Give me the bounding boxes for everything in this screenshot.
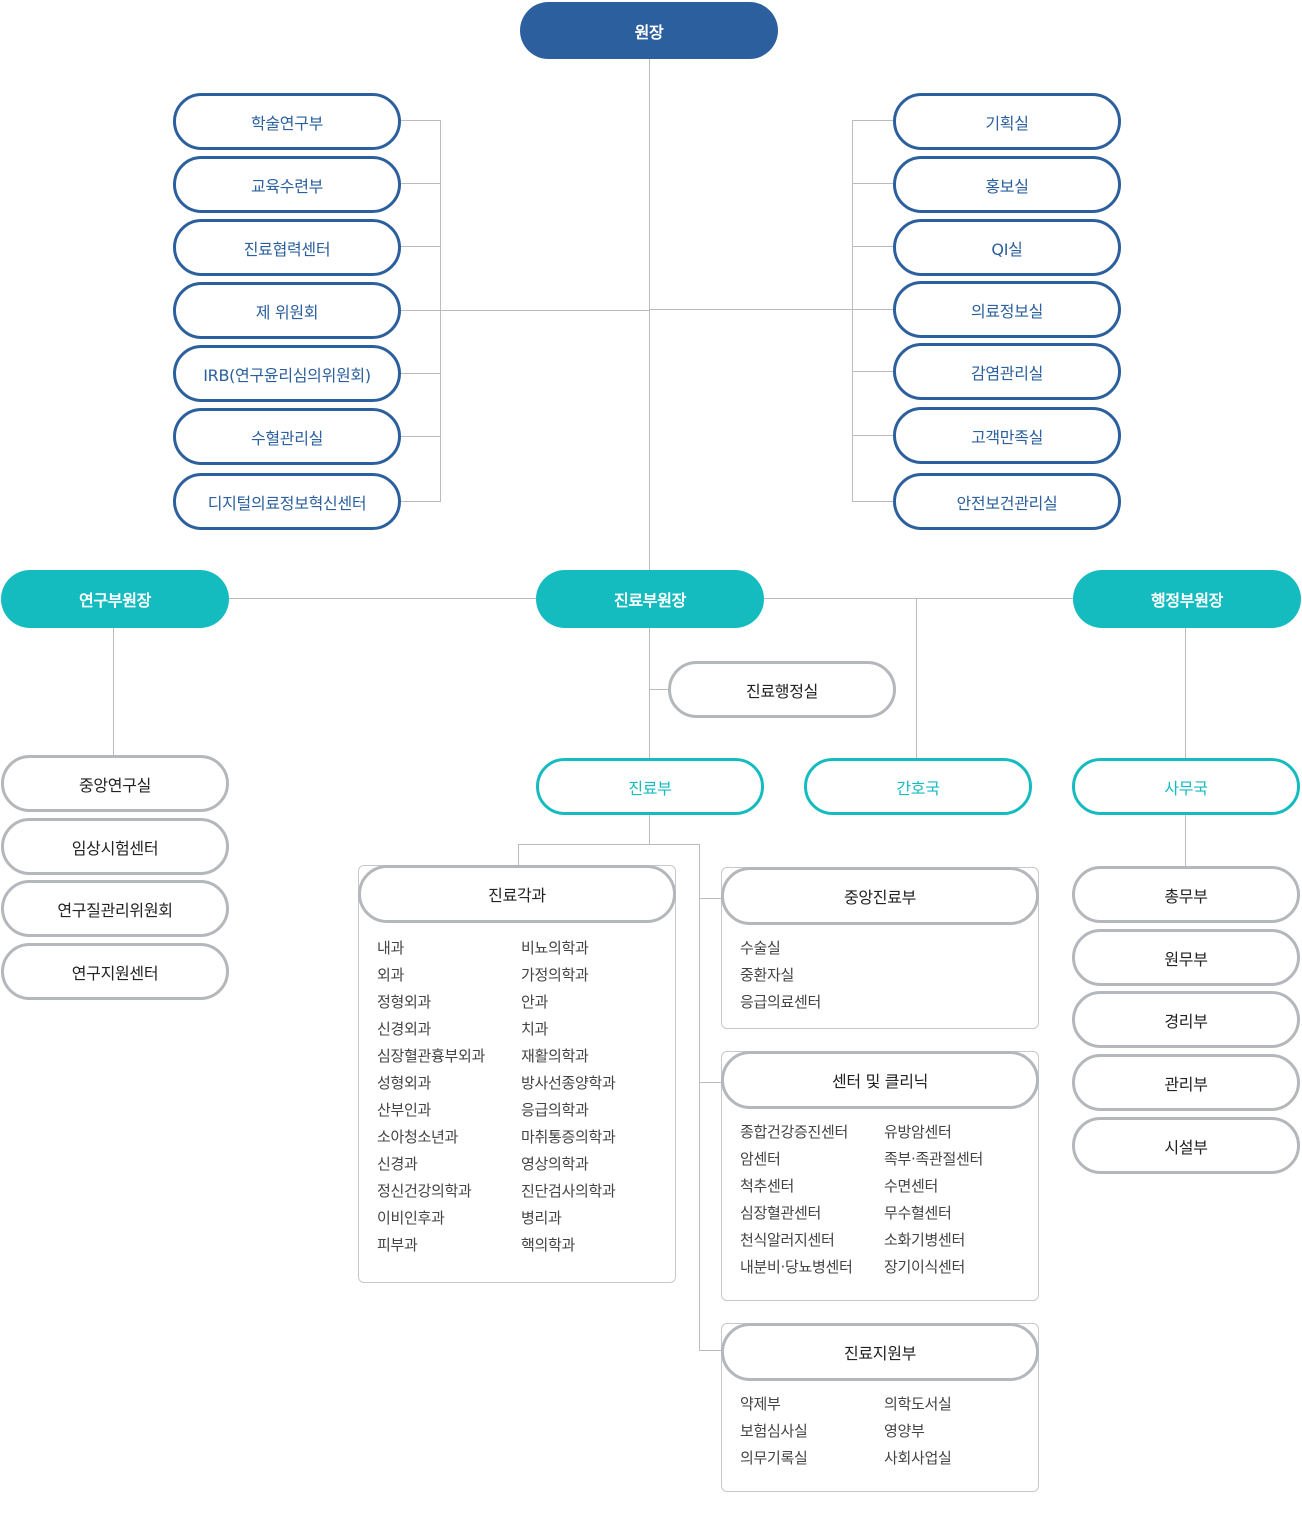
central-research-lab-node[interactable]: 중앙연구실	[1, 755, 229, 812]
centers-clinics-col2: 유방암센터 족부·족관절센터 수면센터 무수혈센터 소화기병센터 장기이식센터	[884, 1119, 983, 1281]
center-item[interactable]: 족부·족관절센터	[884, 1150, 983, 1168]
dept-item[interactable]: 내과	[377, 939, 405, 957]
centers-clinics-col1: 종합건강증진센터 암센터 척추센터 심장혈관센터 천식알러지센터 내분비·당뇨병…	[740, 1119, 853, 1281]
facilities-node[interactable]: 시설부	[1072, 1117, 1300, 1174]
infection-control-node[interactable]: 감염관리실	[893, 343, 1121, 400]
accounting-node[interactable]: 경리부	[1072, 991, 1300, 1048]
medical-support-title[interactable]: 진료지원부	[721, 1323, 1039, 1381]
committees-node[interactable]: 제 위원회	[173, 282, 401, 339]
center-item[interactable]: 척추센터	[740, 1177, 795, 1195]
central-medical-title[interactable]: 중앙진료부	[721, 867, 1039, 925]
research-support-center-node[interactable]: 연구지원센터	[1, 943, 229, 1000]
dept-item[interactable]: 가정의학과	[521, 966, 589, 984]
clinical-departments-col2: 비뇨의학과 가정의학과 안과 치과 재활의학과 방사선종양학과 응급의학과 마취…	[521, 935, 616, 1259]
support-item[interactable]: 약제부	[740, 1395, 781, 1413]
patient-affairs-node[interactable]: 원무부	[1072, 929, 1300, 986]
dept-item[interactable]: 비뇨의학과	[521, 939, 589, 957]
dept-item[interactable]: 안과	[521, 993, 549, 1011]
dept-item[interactable]: 외과	[377, 966, 405, 984]
support-item[interactable]: 영양부	[884, 1422, 925, 1440]
qi-office-node[interactable]: QI실	[893, 219, 1121, 276]
clinical-departments-title[interactable]: 진료각과	[358, 865, 676, 923]
center-item[interactable]: 소화기병센터	[884, 1231, 966, 1249]
dept-item[interactable]: 방사선종양학과	[521, 1074, 616, 1092]
digital-medical-info-center-node[interactable]: 디지털의료정보혁신센터	[173, 473, 401, 530]
research-vice-director-node[interactable]: 연구부원장	[1, 570, 229, 628]
dept-item[interactable]: 재활의학과	[521, 1047, 589, 1065]
centers-clinics-panel: 센터 및 클리닉 종합건강증진센터 암센터 척추센터 심장혈관센터 천식알러지센…	[721, 1051, 1039, 1301]
customer-satisfaction-node[interactable]: 고객만족실	[893, 407, 1121, 464]
unit-item[interactable]: 중환자실	[740, 966, 795, 984]
support-item[interactable]: 의학도서실	[884, 1395, 952, 1413]
planning-office-node[interactable]: 기획실	[893, 93, 1121, 150]
medical-department-node[interactable]: 진료부	[536, 758, 764, 815]
center-item[interactable]: 내분비·당뇨병센터	[740, 1258, 853, 1276]
dept-item[interactable]: 응급의학과	[521, 1101, 589, 1119]
medical-info-office-node[interactable]: 의료정보실	[893, 281, 1121, 338]
dept-item[interactable]: 치과	[521, 1020, 549, 1038]
dept-item[interactable]: 이비인후과	[377, 1209, 445, 1227]
academic-research-node[interactable]: 학술연구부	[173, 93, 401, 150]
clinical-departments-panel: 진료각과 내과 외과 정형외과 신경외과 심장혈관흉부외과 성형외과 산부인과 …	[358, 865, 676, 1283]
center-item[interactable]: 유방암센터	[884, 1123, 952, 1141]
medical-support-panel: 진료지원부 약제부 보험심사실 의무기록실 의학도서실 영양부 사회사업실	[721, 1323, 1039, 1492]
clinical-departments-col1: 내과 외과 정형외과 신경외과 심장혈관흉부외과 성형외과 산부인과 소아청소년…	[377, 935, 485, 1259]
central-medical-panel: 중앙진료부 수술실 중환자실 응급의료센터	[721, 867, 1039, 1029]
management-node[interactable]: 관리부	[1072, 1054, 1300, 1111]
admin-vice-director-node[interactable]: 행정부원장	[1073, 570, 1301, 628]
irb-node[interactable]: IRB(연구윤리심의위원회)	[173, 345, 401, 402]
medical-admin-office-node[interactable]: 진료행정실	[668, 661, 896, 718]
medical-support-col1: 약제부 보험심사실 의무기록실	[740, 1391, 808, 1472]
center-item[interactable]: 심장혈관센터	[740, 1204, 822, 1222]
dept-item[interactable]: 소아청소년과	[377, 1128, 459, 1146]
dept-item[interactable]: 정형외과	[377, 993, 432, 1011]
dept-item[interactable]: 산부인과	[377, 1101, 432, 1119]
center-item[interactable]: 종합건강증진센터	[740, 1123, 849, 1141]
medical-cooperation-center-node[interactable]: 진료협력센터	[173, 219, 401, 276]
director-node[interactable]: 원장	[520, 2, 778, 59]
unit-item[interactable]: 응급의료센터	[740, 993, 822, 1011]
center-item[interactable]: 장기이식센터	[884, 1258, 966, 1276]
dept-item[interactable]: 신경외과	[377, 1020, 432, 1038]
dept-item[interactable]: 신경과	[377, 1155, 418, 1173]
dept-item[interactable]: 병리과	[521, 1209, 562, 1227]
dept-item[interactable]: 성형외과	[377, 1074, 432, 1092]
center-item[interactable]: 천식알러지센터	[740, 1231, 835, 1249]
center-item[interactable]: 무수혈센터	[884, 1204, 952, 1222]
education-training-node[interactable]: 교육수련부	[173, 156, 401, 213]
dept-item[interactable]: 영상의학과	[521, 1155, 589, 1173]
pr-office-node[interactable]: 홍보실	[893, 156, 1121, 213]
center-item[interactable]: 암센터	[740, 1150, 781, 1168]
support-item[interactable]: 보험심사실	[740, 1422, 808, 1440]
safety-health-node[interactable]: 안전보건관리실	[893, 473, 1121, 530]
dept-item[interactable]: 정신건강의학과	[377, 1182, 472, 1200]
nursing-department-node[interactable]: 간호국	[804, 758, 1032, 815]
dept-item[interactable]: 핵의학과	[521, 1236, 576, 1254]
unit-item[interactable]: 수술실	[740, 939, 781, 957]
general-affairs-node[interactable]: 총무부	[1072, 866, 1300, 923]
dept-item[interactable]: 심장혈관흉부외과	[377, 1047, 486, 1065]
centers-clinics-title[interactable]: 센터 및 클리닉	[721, 1051, 1039, 1109]
support-item[interactable]: 의무기록실	[740, 1449, 808, 1467]
dept-item[interactable]: 피부과	[377, 1236, 418, 1254]
dept-item[interactable]: 마취통증의학과	[521, 1128, 616, 1146]
research-quality-committee-node[interactable]: 연구질관리위원회	[1, 880, 229, 937]
dept-item[interactable]: 진단검사의학과	[521, 1182, 616, 1200]
admin-bureau-node[interactable]: 사무국	[1072, 758, 1300, 815]
clinical-trial-center-node[interactable]: 임상시험센터	[1, 818, 229, 875]
medical-vice-director-node[interactable]: 진료부원장	[536, 570, 764, 628]
support-item[interactable]: 사회사업실	[884, 1449, 952, 1467]
central-medical-items: 수술실 중환자실 응급의료센터	[740, 935, 821, 1016]
center-item[interactable]: 수면센터	[884, 1177, 939, 1195]
medical-support-col2: 의학도서실 영양부 사회사업실	[884, 1391, 952, 1472]
transfusion-management-node[interactable]: 수혈관리실	[173, 408, 401, 465]
